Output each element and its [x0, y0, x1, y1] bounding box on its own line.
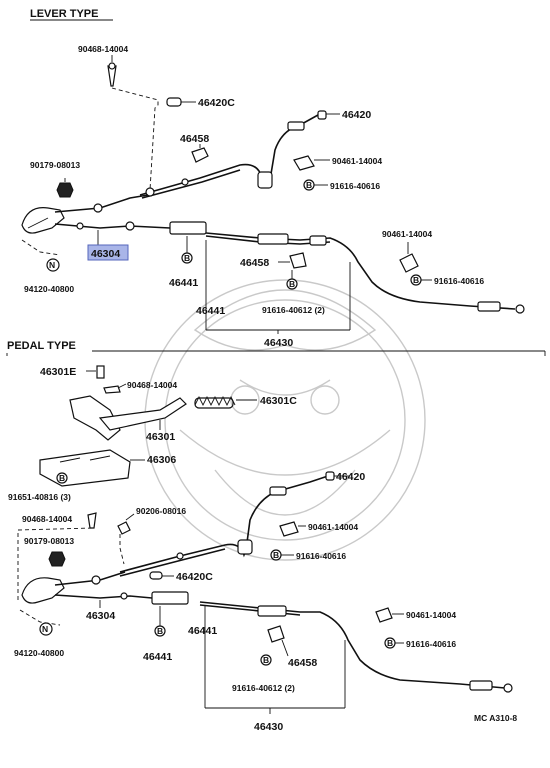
- svg-text:B: B: [289, 279, 295, 289]
- bolt-symbol-91616-40612-pedal: B: [260, 654, 272, 666]
- nut-90179-08013: [56, 182, 74, 198]
- label-46420-pedal: 46420: [336, 471, 365, 483]
- lever-bracket-pedal: [21, 577, 65, 604]
- label-46301: 46301: [146, 431, 175, 443]
- bolt-symbol-46441-upper: B: [181, 252, 193, 264]
- cable-46304: [54, 194, 149, 213]
- label-46301E: 46301E: [40, 366, 76, 378]
- pedal-lever-46301: [69, 395, 187, 441]
- svg-text:B: B: [306, 180, 312, 190]
- clip-46420C: [166, 97, 182, 107]
- svg-text:B: B: [184, 253, 190, 263]
- highlight-46304: [87, 244, 129, 261]
- clip-46420C-pedal: [149, 571, 163, 580]
- diagram-code: MC A310-8: [474, 713, 517, 723]
- cable-46304-pedal: [54, 571, 126, 586]
- svg-text:B: B: [263, 655, 269, 665]
- label-46441-pedal-left: 46441: [143, 651, 172, 663]
- bolt-symbol-91616-40612: B: [286, 278, 298, 290]
- spring-46301C: [194, 395, 236, 409]
- label-46458-upper: 46458: [180, 133, 209, 145]
- label-91616-40616-pedal-lower: 91616-40616: [406, 639, 456, 649]
- label-91616-40616-upper: 91616-40616: [330, 181, 380, 191]
- bolt-symbol-91651-40816: B: [56, 472, 68, 484]
- label-46420C-pedal: 46420C: [176, 571, 213, 583]
- clamp-46458-pedal: [267, 625, 285, 643]
- label-46304-pedal: 46304: [86, 610, 115, 622]
- bolt-46301E: [96, 365, 105, 379]
- svg-text:B: B: [59, 473, 65, 483]
- label-94120-40800: 94120-40800: [24, 284, 74, 294]
- sheath-46441-upper: [169, 221, 207, 235]
- bracket-46306: [39, 449, 131, 487]
- label-46304: 46304: [91, 248, 120, 260]
- label-90468-14004-upper: 90468-14004: [127, 380, 177, 390]
- clamp-46458-upper: [191, 147, 209, 163]
- label-46441-lower: 46441: [196, 305, 225, 317]
- label-91651-40816: 91651-40816 (3): [8, 492, 71, 502]
- label-46420: 46420: [342, 109, 371, 121]
- bolt-symbol-91616-40616-lower: B: [410, 274, 422, 286]
- label-90461-14004-lower: 90461-14004: [382, 229, 432, 239]
- label-46458-lower: 46458: [240, 257, 269, 269]
- label-46441-pedal-lower: 46441: [188, 625, 217, 637]
- label-90461-14004-pedal-lower: 90461-14004: [406, 610, 456, 620]
- label-91616-40612: 91616-40612 (2): [262, 305, 325, 315]
- label-46430-pedal: 46430: [254, 721, 283, 733]
- cable-46430-pedal: [199, 601, 506, 689]
- clip-90461-14004-pedal-lower: [375, 607, 393, 623]
- label-46420C: 46420C: [198, 97, 235, 109]
- label-94120-40800-pedal: 94120-40800: [14, 648, 64, 658]
- label-90179-08013-pedal: 90179-08013: [24, 536, 74, 546]
- clip-90461-14004-lower: [399, 253, 419, 273]
- label-46306: 46306: [147, 454, 176, 466]
- label-90206-08016: 90206-08016: [136, 506, 186, 516]
- watermark-emblem: [144, 279, 426, 561]
- label-46430: 46430: [264, 337, 293, 349]
- nut-symbol-94120-40800: N: [46, 258, 60, 272]
- label-90468-14004-lower: 90468-14004: [22, 514, 72, 524]
- svg-text:B: B: [413, 275, 419, 285]
- bolt-symbol-91616-40616-upper: B: [303, 179, 315, 191]
- clamp-46458-lower: [289, 252, 307, 269]
- label-46301C: 46301C: [260, 395, 297, 407]
- bolt-90468-14004: [107, 62, 117, 87]
- svg-text:N: N: [49, 260, 55, 270]
- svg-text:B: B: [387, 638, 393, 648]
- svg-text:N: N: [42, 624, 48, 634]
- svg-text:B: B: [157, 626, 163, 636]
- bolt-symbol-91616-40616-pedal-lower: B: [384, 637, 396, 649]
- label-90179-08013: 90179-08013: [30, 160, 80, 170]
- nut-90179-08013-pedal: [48, 551, 66, 567]
- label-90468-14004: 90468-14004: [78, 44, 128, 54]
- label-91616-40616-pedal-upper: 91616-40616: [296, 551, 346, 561]
- bolt-symbol-46441-pedal: B: [154, 625, 166, 637]
- sheath-46441-pedal: [151, 591, 189, 605]
- section-title-lever-type: LEVER TYPE: [30, 8, 98, 20]
- label-46441-upper-left: 46441: [169, 277, 198, 289]
- clip-90461-14004-upper: [293, 155, 315, 171]
- label-90461-14004-pedal-upper: 90461-14004: [308, 522, 358, 532]
- label-91616-40616-lower: 91616-40616: [434, 276, 484, 286]
- cable-46430: [205, 232, 516, 310]
- nut-symbol-94120-40800-pedal: N: [39, 622, 53, 636]
- bolt-symbol-91616-40616-pedal-upper: B: [270, 549, 282, 561]
- svg-text:B: B: [273, 550, 279, 560]
- section-title-pedal-type: PEDAL TYPE: [7, 340, 76, 352]
- lever-bracket: [21, 207, 65, 234]
- label-91616-40612-pedal: 91616-40612 (2): [232, 683, 295, 693]
- label-46458-pedal: 46458: [288, 657, 317, 669]
- label-90461-14004-upper: 90461-14004: [332, 156, 382, 166]
